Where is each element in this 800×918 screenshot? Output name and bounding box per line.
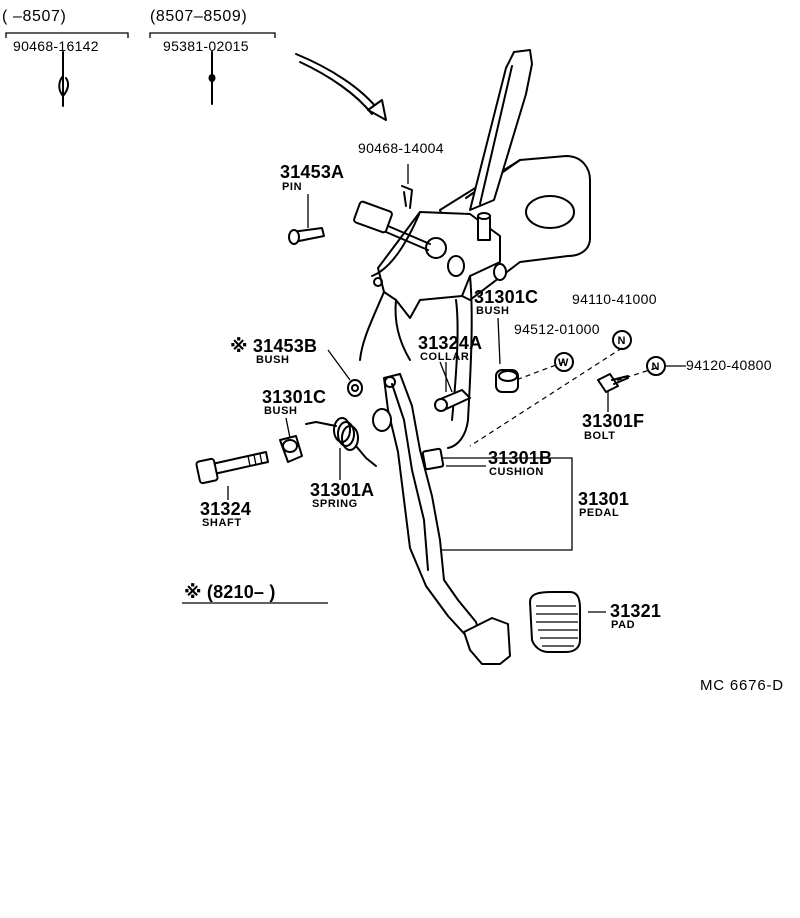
- pedal-arm: [372, 373, 511, 665]
- svg-text:W: W: [558, 357, 569, 369]
- label-bush-b: BUSH: [256, 354, 290, 366]
- bush-small-icon: [347, 379, 363, 397]
- range-label-left: ( –8507): [2, 8, 67, 25]
- note-8210: ※ (8210– ): [184, 582, 276, 602]
- label-31301C-top: 31301C: [474, 287, 539, 307]
- label-31324: 31324: [200, 499, 252, 519]
- nut-marker-n-upper: N: [612, 330, 632, 350]
- range-label-right: (8507–8509): [150, 8, 248, 25]
- label-bush-left: BUSH: [264, 405, 298, 417]
- label-collar: COLLAR: [420, 351, 470, 363]
- svg-text:N: N: [652, 361, 660, 373]
- label-bolt: BOLT: [584, 430, 616, 442]
- label-31453A: 31453A: [280, 162, 345, 182]
- label-31301C-left: 31301C: [262, 387, 327, 407]
- label-pedal: PEDAL: [579, 507, 620, 519]
- label-cushion: CUSHION: [489, 466, 544, 478]
- label-31324A: 31324A: [418, 333, 483, 353]
- collar-icon: [434, 389, 471, 412]
- label-pin: PIN: [282, 181, 303, 193]
- label-94110-41000: 94110-41000: [572, 291, 657, 307]
- label-90468-14004: 90468-14004: [358, 140, 444, 156]
- header-bracket-right: [149, 32, 276, 38]
- pedal-bracket: [359, 49, 591, 449]
- label-bush-top: BUSH: [476, 305, 510, 317]
- clip-pin-icon: [208, 51, 216, 105]
- part-number-right: 95381-02015: [163, 38, 249, 54]
- bush-top-icon: [495, 369, 519, 393]
- label-31301B: 31301B: [488, 448, 553, 468]
- pedal-bracket-callout: [434, 457, 573, 551]
- spring-icon: [305, 417, 377, 467]
- svg-text:N: N: [618, 335, 626, 347]
- clip-icon: [401, 164, 413, 209]
- label-pad: PAD: [611, 619, 636, 631]
- label-shaft: SHAFT: [202, 517, 242, 529]
- label-31301A: 31301A: [310, 480, 375, 500]
- pin-icon: [288, 194, 325, 245]
- bolt-icon: [597, 373, 629, 393]
- curved-arrow-icon: [295, 53, 387, 121]
- nut-marker-n-lower: N: [646, 356, 666, 376]
- label-31301: 31301: [578, 489, 630, 509]
- label-94512-01000: 94512-01000: [514, 321, 600, 337]
- label-spring: SPRING: [312, 498, 358, 510]
- cotter-pin-icon: [58, 51, 70, 107]
- pedal-pad-icon: [529, 591, 581, 653]
- label-94120-40800: 94120-40800: [686, 357, 772, 373]
- dashed-lines: [469, 347, 657, 447]
- label-31321: 31321: [610, 601, 662, 621]
- label-31453B: ※ 31453B: [230, 336, 318, 356]
- bush-left-icon: [279, 435, 303, 463]
- washer-marker-w: W: [554, 352, 574, 372]
- clevis-rod: [353, 200, 507, 281]
- shaft-icon: [195, 451, 269, 485]
- label-31301F: 31301F: [582, 411, 645, 431]
- leader-lines: [227, 317, 686, 613]
- header-bracket-left: [5, 32, 129, 38]
- reference-code: MC 6676-D: [700, 677, 784, 694]
- part-number-left: 90468-16142: [13, 38, 99, 54]
